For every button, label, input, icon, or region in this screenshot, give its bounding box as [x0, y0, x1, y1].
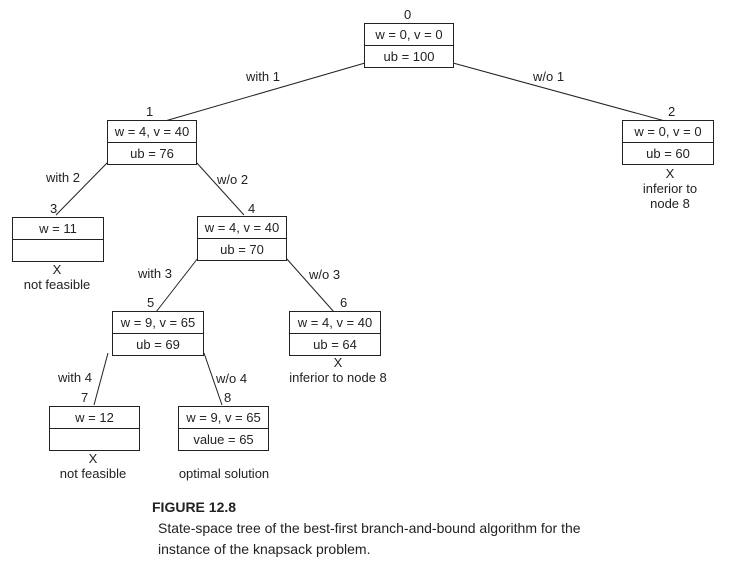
node-3-annotation: X not feasible: [0, 262, 114, 292]
edge-label-5-7: with 4: [58, 370, 92, 385]
pruned-mark: X: [665, 166, 675, 181]
node-6-annotation: X inferior to node 8: [270, 355, 406, 385]
edge-4-5: [155, 257, 199, 313]
tree-node-1: w = 4, v = 40 ub = 76: [107, 120, 197, 165]
edge-label-0-1: with 1: [246, 69, 280, 84]
tree-node-8: w = 9, v = 65 value = 65: [178, 406, 269, 451]
node-bound: [50, 429, 139, 450]
node-index-6: 6: [340, 295, 348, 310]
edge-1-4: [195, 161, 245, 216]
node-state: w = 4, v = 40: [290, 312, 380, 334]
tree-node-6: w = 4, v = 40 ub = 64: [289, 311, 381, 356]
tree-node-0: w = 0, v = 0 ub = 100: [364, 23, 454, 68]
node-index-8: 8: [224, 390, 232, 405]
node-index-2: 2: [668, 104, 676, 119]
edge-0-1: [164, 62, 366, 122]
tree-node-5: w = 9, v = 65 ub = 69: [112, 311, 204, 356]
node-7-annotation: X not feasible: [36, 451, 150, 481]
node-index-7: 7: [81, 390, 89, 405]
edge-label-1-4: w/o 2: [217, 172, 249, 187]
node-index-5: 5: [147, 295, 155, 310]
edge-label-4-6: w/o 3: [309, 267, 341, 282]
figure-caption: FIGURE 12.8 State-space tree of the best…: [152, 497, 722, 560]
figure-label: FIGURE 12.8: [152, 499, 237, 515]
node-state: w = 12: [50, 407, 139, 429]
annotation-line: inferior to node 8: [289, 370, 387, 385]
node-index-1: 1: [146, 104, 154, 119]
node-bound: ub = 60: [646, 146, 690, 161]
edge-label-4-5: with 3: [138, 266, 172, 281]
edge-0-2: [452, 62, 666, 122]
node-state: w = 0, v = 0: [623, 121, 713, 143]
node-bound: ub = 69: [136, 337, 180, 352]
node-bound: ub = 64: [313, 337, 357, 352]
tree-node-3: w = 11: [12, 217, 104, 262]
annotation-line: node 8: [650, 196, 690, 211]
node-state: w = 9, v = 65: [179, 407, 268, 429]
node-index-4: 4: [248, 201, 256, 216]
node-bound: ub = 70: [220, 242, 264, 257]
annotation-line: not feasible: [23, 277, 91, 292]
node-index-3: 3: [50, 201, 58, 216]
node-state: w = 4, v = 40: [108, 121, 196, 143]
pruned-mark: X: [88, 451, 98, 466]
edge-5-7: [93, 352, 109, 406]
node-state: w = 11: [13, 218, 103, 240]
pruned-mark: X: [52, 262, 62, 277]
node-state: w = 4, v = 40: [198, 217, 286, 239]
node-bound: value = 65: [193, 432, 254, 447]
node-index-0: 0: [404, 7, 412, 22]
edge-4-6: [285, 257, 335, 313]
node-bound: ub = 76: [130, 146, 174, 161]
annotation-line: not feasible: [59, 466, 127, 481]
node-bound: ub = 100: [383, 49, 435, 64]
edge-label-0-2: w/o 1: [533, 69, 565, 84]
node-bound: [13, 240, 103, 261]
node-state: w = 9, v = 65: [113, 312, 203, 334]
tree-node-7: w = 12: [49, 406, 140, 451]
node-8-annotation: optimal solution: [164, 466, 284, 481]
edge-label-5-8: w/o 4: [216, 371, 248, 386]
annotation-line: inferior to: [642, 181, 698, 196]
node-2-annotation: X inferior to node 8: [610, 166, 730, 211]
tree-node-4: w = 4, v = 40 ub = 70: [197, 216, 287, 261]
edge-5-8: [203, 352, 223, 406]
annotation-line: optimal solution: [178, 466, 270, 481]
edge-label-1-3: with 2: [46, 170, 80, 185]
edge-1-3: [55, 161, 109, 216]
pruned-mark: X: [333, 355, 343, 370]
node-state: w = 0, v = 0: [365, 24, 453, 46]
caption-text: State-space tree of the best-first branc…: [158, 520, 581, 557]
tree-node-2: w = 0, v = 0 ub = 60: [622, 120, 714, 165]
